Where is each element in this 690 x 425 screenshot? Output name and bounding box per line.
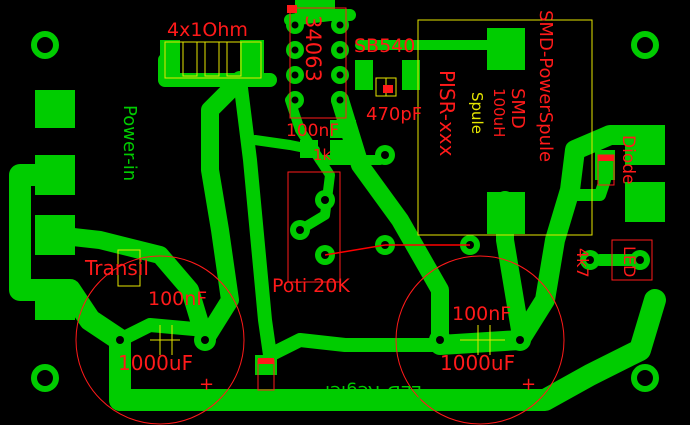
pad-smd-100nf <box>330 120 356 138</box>
resistor-outline-3 <box>226 41 242 77</box>
pad-resistor-2 <box>240 40 264 80</box>
trace-power-in-right <box>46 226 214 349</box>
pad-coil-bottom <box>487 192 525 234</box>
via-group <box>109 16 650 351</box>
ground-trace-bottom <box>109 289 666 411</box>
labels: 4x1Ohm 34063 SB540 470pF 100nF 1k SMD-Po… <box>84 10 639 402</box>
copper-traces <box>9 9 666 411</box>
label-led: LED <box>620 246 639 277</box>
label-100uh: 100uH <box>490 88 508 137</box>
pad-smd-1 <box>355 60 373 90</box>
jumper-2 <box>324 244 386 256</box>
pad-diode-top <box>625 125 665 165</box>
label-diode: Diode <box>618 135 638 184</box>
ic-footprint <box>289 7 347 119</box>
label-poti: Poti 20K <box>272 275 350 297</box>
trace-mid-horizontal <box>263 333 447 362</box>
diode-cathode-marker <box>598 155 614 161</box>
poti-footprint <box>287 171 341 283</box>
label-plus-right: + <box>521 374 536 395</box>
pad-ic-top <box>295 0 335 18</box>
mount-hole-top-right <box>631 31 659 59</box>
led-regler-marker <box>258 358 274 364</box>
trace-caps-link <box>113 318 212 347</box>
pad-power-in-3 <box>35 215 75 255</box>
pad-1k-a <box>300 140 318 158</box>
label-4x1ohm: 4x1Ohm <box>167 19 248 41</box>
pad-diode-bottom <box>625 182 665 222</box>
label-pisr: PISR-xxx <box>435 70 459 157</box>
coil-outline <box>417 19 593 236</box>
ic-pin1-marker <box>287 5 297 13</box>
label-power-in: Power-in <box>119 105 140 181</box>
pad-power-in-4 <box>35 282 75 320</box>
label-100nf-top: 100nF <box>286 121 339 141</box>
pad-resistor-1 <box>160 40 180 80</box>
label-plus-left: + <box>199 374 214 395</box>
label-34063: 34063 <box>301 15 325 82</box>
pad-1k-b <box>330 140 348 158</box>
pad-power-in-2 <box>35 155 75 195</box>
resistor-outline-2 <box>204 41 220 77</box>
trace-center-vertical <box>233 73 277 362</box>
jumper-wires <box>324 244 470 256</box>
transil-outline <box>117 249 141 287</box>
through-hole-pads <box>109 16 650 351</box>
component-outlines <box>117 19 593 355</box>
cap-marker <box>383 85 393 93</box>
label-100nf-left: 100nF <box>148 288 207 310</box>
label-100nf-right: 100nF <box>452 303 511 325</box>
mount-hole-bottom-left <box>31 364 59 392</box>
elko-left-footprint <box>75 255 245 425</box>
pad-smd-2 <box>402 60 420 90</box>
label-4k7: 4k7 <box>573 248 592 278</box>
label-1000uf-right: 1000uF <box>440 351 515 375</box>
resistor-outline-1 <box>182 41 198 77</box>
mounting-holes <box>31 31 659 392</box>
label-sb540: SB540 <box>354 35 415 57</box>
trace-ic-to-poti <box>285 95 335 235</box>
trace-left-up <box>196 71 249 349</box>
label-smd-power-spule: SMD-PowerSpule <box>535 10 556 162</box>
pad-coil-top <box>487 28 525 70</box>
pad-power-in-1 <box>35 90 75 128</box>
elko-right-footprint <box>395 255 565 425</box>
label-led-regler: LED-Regler <box>322 381 422 402</box>
label-1k: 1k <box>313 146 332 164</box>
label-transil: Transil <box>84 256 149 280</box>
label-470pf: 470pF <box>366 104 422 125</box>
label-smd: SMD <box>507 88 528 129</box>
label-spule: Spule <box>468 92 486 134</box>
label-1000uf-left: 1000uF <box>118 351 193 375</box>
led-footprint <box>611 239 653 281</box>
silkscreen-outlines <box>75 7 653 425</box>
mount-hole-top-left <box>31 31 59 59</box>
trace-ic-to-coil <box>331 91 449 354</box>
mount-hole-bottom-right <box>631 364 659 392</box>
